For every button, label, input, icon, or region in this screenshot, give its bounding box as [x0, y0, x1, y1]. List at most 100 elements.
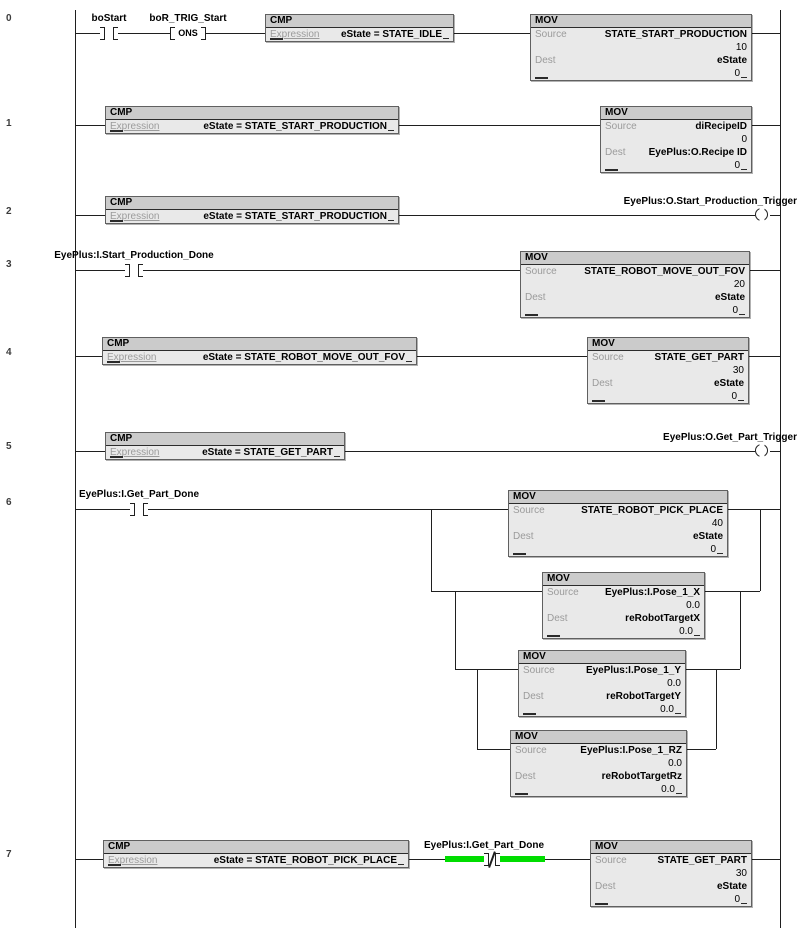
contact-label[interactable]: EyePlus:I.Get_Part_Done: [423, 840, 545, 851]
wire: [770, 451, 780, 452]
cmp-block[interactable]: CMP Expression eState = STATE_ROBOT_MOVE…: [102, 337, 417, 365]
dest-value: 0: [734, 68, 740, 79]
instruction-mnemonic: MOV: [591, 841, 751, 854]
source-operand[interactable]: EyePlus:I.Pose_1_X: [604, 587, 700, 598]
normally-closed-contact[interactable]: [484, 851, 500, 868]
cmp-block[interactable]: CMP Expression eState = STATE_IDLE: [265, 14, 454, 42]
source-operand[interactable]: EyePlus:I.Pose_1_RZ: [580, 745, 682, 756]
output-coil[interactable]: [755, 444, 768, 457]
rung-5-number[interactable]: 5: [6, 441, 12, 452]
rung-1-number[interactable]: 1: [6, 118, 12, 129]
rung-0-number[interactable]: 0: [6, 13, 12, 24]
coil-label[interactable]: EyePlus:O.Get_Part_Trigger: [663, 432, 797, 443]
param-label: Source: [535, 29, 567, 40]
dest-operand[interactable]: eState: [692, 531, 723, 542]
dest-operand[interactable]: eState: [714, 292, 745, 303]
one-shot-contact[interactable]: ONS: [170, 27, 206, 40]
source-operand[interactable]: STATE_START_PRODUCTION: [604, 29, 747, 40]
param-label: Source: [592, 352, 624, 363]
contact-bracket-left: [125, 264, 130, 277]
wire: [407, 859, 445, 860]
source-operand[interactable]: STATE_GET_PART: [657, 855, 747, 866]
dest-operand[interactable]: reRobotTargetRz: [601, 771, 682, 782]
cmp-block[interactable]: CMP Expression eState = STATE_START_PROD…: [105, 196, 399, 224]
expression-operand[interactable]: eState = STATE_IDLE: [340, 29, 442, 40]
instruction-mnemonic: CMP: [106, 433, 344, 446]
instruction-mnemonic: MOV: [521, 252, 749, 265]
cmp-block[interactable]: CMP Expression eState = STATE_GET_PART: [105, 432, 345, 460]
instruction-mnemonic: MOV: [519, 651, 685, 664]
source-operand[interactable]: EyePlus:I.Pose_1_Y: [585, 665, 681, 676]
instruction-mnemonic: MOV: [511, 731, 686, 744]
contact-bracket-right: [138, 264, 143, 277]
wire: [118, 33, 170, 34]
operand-underline: [443, 38, 449, 39]
dest-value: 0: [734, 160, 740, 171]
cmp-block[interactable]: CMP Expression eState = STATE_ROBOT_PICK…: [103, 840, 409, 868]
expression-operand[interactable]: eState = STATE_ROBOT_PICK_PLACE: [213, 855, 397, 866]
dest-operand[interactable]: eState: [716, 55, 747, 66]
source-operand[interactable]: STATE_ROBOT_PICK_PLACE: [581, 505, 723, 516]
source-operand[interactable]: STATE_GET_PART: [654, 352, 744, 363]
instruction-mnemonic: MOV: [543, 573, 704, 586]
expression-operand[interactable]: eState = STATE_START_PRODUCTION: [203, 121, 387, 132]
source-value: 20: [733, 279, 745, 290]
dest-operand[interactable]: EyePlus:O.Recipe ID: [648, 147, 747, 158]
wire: [750, 859, 780, 860]
source-value: 0.0: [667, 678, 681, 689]
contact-label[interactable]: EyePlus:I.Get_Part_Done: [78, 489, 200, 500]
contact-label[interactable]: boR_TRIG_Start: [149, 13, 227, 24]
normally-open-contact[interactable]: [100, 27, 118, 40]
expression-operand[interactable]: eState = STATE_ROBOT_MOVE_OUT_FOV: [202, 352, 405, 363]
instruction-mnemonic: CMP: [266, 15, 453, 28]
param-label: Dest: [535, 55, 556, 66]
contact-label[interactable]: boStart: [91, 13, 127, 24]
coil-label[interactable]: EyePlus:O.Start_Production_Trigger: [623, 196, 797, 207]
wire: [143, 270, 520, 271]
wire: [545, 859, 590, 860]
cmp-block[interactable]: CMP Expression eState = STATE_START_PROD…: [105, 106, 399, 134]
expression-operand[interactable]: eState = STATE_GET_PART: [202, 447, 333, 458]
source-value: 10: [735, 42, 747, 53]
rung-7-number[interactable]: 7: [6, 849, 12, 860]
normally-open-contact[interactable]: [125, 264, 143, 277]
param-label: Source: [515, 745, 547, 756]
normally-open-contact[interactable]: [130, 503, 148, 516]
source-operand[interactable]: diRecipeID: [695, 121, 747, 132]
param-label: Dest: [595, 881, 616, 892]
branch-wire: [716, 669, 717, 749]
expression-operand[interactable]: eState = STATE_START_PRODUCTION: [203, 211, 387, 222]
branch-wire: [685, 749, 716, 750]
source-operand[interactable]: STATE_ROBOT_MOVE_OUT_FOV: [584, 266, 745, 277]
branch-wire: [455, 591, 456, 669]
output-coil[interactable]: [755, 208, 768, 221]
wire: [770, 215, 780, 216]
rung-6-number[interactable]: 6: [6, 497, 12, 508]
rung-3-number[interactable]: 3: [6, 259, 12, 270]
instruction-mnemonic: CMP: [106, 197, 398, 210]
contact-label[interactable]: EyePlus:I.Start_Production_Done: [54, 250, 214, 261]
wire: [75, 451, 105, 452]
dest-operand[interactable]: reRobotTargetY: [606, 691, 681, 702]
param-label: Source: [523, 665, 555, 676]
branch-wire: [431, 591, 542, 592]
rung-4-number[interactable]: 4: [6, 347, 12, 358]
dest-operand[interactable]: reRobotTargetX: [625, 613, 700, 624]
ons-mnemonic: ONS: [178, 28, 198, 38]
rung-2-number[interactable]: 2: [6, 206, 12, 217]
dest-operand[interactable]: eState: [716, 881, 747, 892]
wire: [75, 859, 103, 860]
dest-operand[interactable]: eState: [713, 378, 744, 389]
operand-underline: [694, 635, 700, 636]
source-value: 30: [735, 868, 747, 879]
